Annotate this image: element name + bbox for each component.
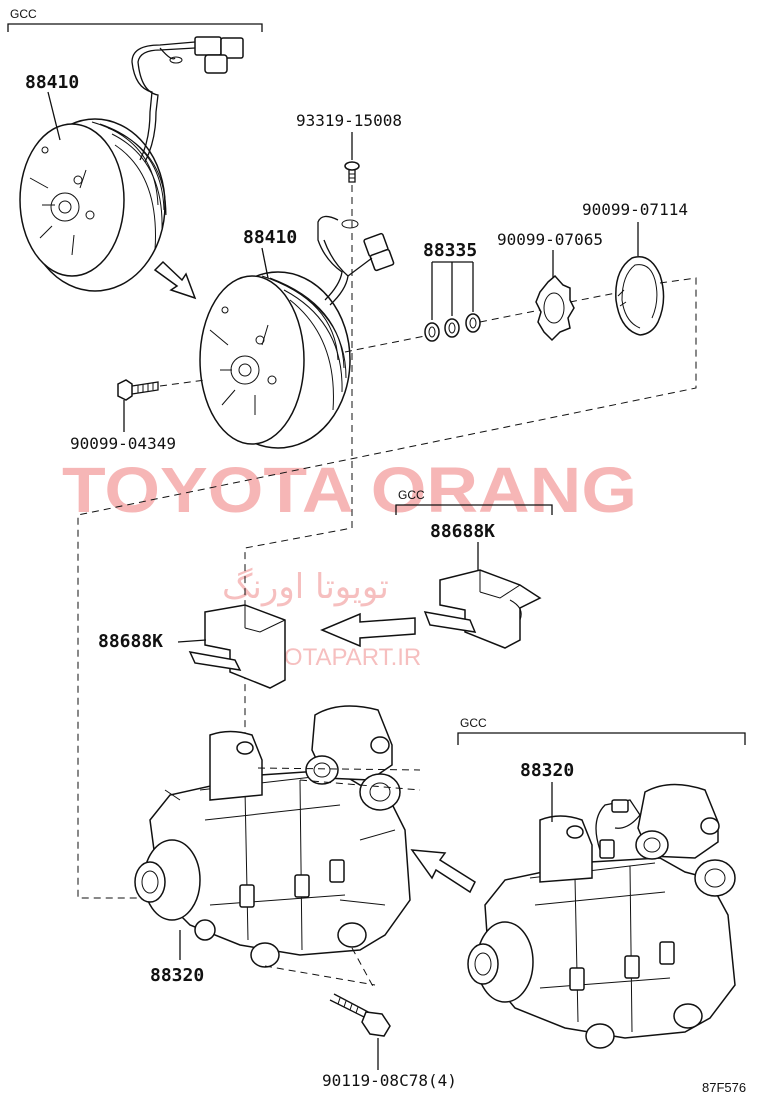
arrow-compressor-replace (410, 849, 476, 894)
snap-ring-large (615, 256, 665, 336)
clip-gcc (423, 569, 542, 649)
label-shims: 88335 (423, 240, 477, 261)
label-screw: 93319-15008 (296, 111, 402, 130)
label-compressor-bolt: 90119-08C78(4) (322, 1071, 457, 1090)
magnet-clutch (199, 215, 395, 449)
diagram-code: 87F576 (702, 1080, 746, 1095)
screw (344, 161, 360, 183)
label-compressor: 88320 (150, 965, 204, 986)
alignment-lines-compressor (257, 767, 421, 991)
magnet-clutch-gcc (19, 36, 244, 292)
gcc-bracket-compressor: GCC (457, 716, 746, 745)
gcc-bracket-top: GCC (7, 7, 263, 32)
watermark-brand-fa: تویوتا اورنگ (222, 567, 389, 607)
svg-text:GCC: GCC (460, 716, 487, 730)
arrow-clip-replace (320, 612, 416, 648)
label-snap-ring-small: 90099-07065 (497, 230, 603, 249)
label-clip: 88688K (98, 631, 163, 652)
label-compressor-gcc: 88320 (520, 760, 574, 781)
watermark-brand: TOYOTA ORANG (62, 454, 637, 526)
clutch-bolt (117, 379, 159, 401)
compressor-gcc (467, 783, 736, 1049)
arrow-clutch-replace (153, 260, 197, 300)
shims (424, 313, 481, 342)
compressor (134, 705, 411, 968)
label-snap-ring-large: 90099-07114 (582, 200, 688, 219)
clip (188, 604, 286, 689)
snap-ring-small (535, 274, 575, 342)
label-clutch-gcc: 88410 (25, 72, 79, 93)
alignment-lines-clutch (77, 185, 697, 899)
label-clip-gcc: 88688K (430, 521, 495, 542)
gcc-bracket-clip: GCC (395, 488, 553, 515)
label-clutch-bolt: 90099-04349 (70, 434, 176, 453)
svg-text:GCC: GCC (10, 7, 37, 21)
svg-text:GCC: GCC (398, 488, 425, 502)
label-clutch: 88410 (243, 227, 297, 248)
compressor-bolt (329, 993, 391, 1037)
